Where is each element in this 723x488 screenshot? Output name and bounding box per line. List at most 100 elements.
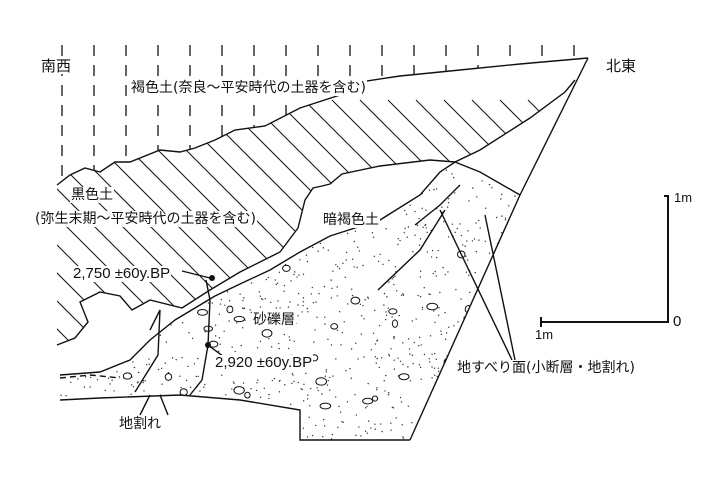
sand-dot	[262, 298, 264, 301]
sand-dot	[107, 363, 109, 366]
sand-dot	[343, 171, 345, 173]
sand-dot	[406, 200, 408, 202]
sand-dot	[216, 155, 217, 156]
sand-dot	[428, 358, 430, 360]
sand-dot	[56, 158, 57, 159]
sand-dot	[418, 364, 421, 366]
sand-dot	[412, 362, 414, 365]
sand-dot	[504, 382, 506, 384]
sand-dot	[63, 425, 66, 427]
sand-dot	[99, 305, 101, 308]
pebble	[122, 372, 133, 380]
sand-dot	[77, 378, 79, 380]
sand-dot	[122, 159, 123, 160]
sand-dot	[333, 150, 334, 151]
sand-dot	[267, 276, 270, 279]
sand-dot	[173, 411, 176, 413]
sand-dot	[274, 235, 277, 237]
sand-dot	[338, 311, 341, 313]
sand-dot	[73, 347, 75, 350]
sand-dot	[177, 431, 179, 433]
sand-dot	[419, 295, 422, 298]
sand-dot	[159, 334, 162, 336]
sand-dot	[471, 240, 474, 242]
sand-dot	[407, 366, 409, 368]
sand-dot	[514, 412, 516, 415]
sand-dot	[305, 232, 308, 235]
sand-dot	[153, 192, 155, 194]
sand-dot	[53, 373, 54, 374]
sand-dot	[289, 188, 291, 191]
sand-dot	[418, 336, 421, 339]
sand-dot	[289, 339, 291, 341]
sand-dot	[472, 328, 474, 330]
sand-dot	[475, 309, 477, 311]
sand-dot	[471, 343, 473, 346]
sand-dot	[184, 406, 186, 408]
sand-dot	[53, 206, 54, 207]
sand-dot	[368, 197, 370, 199]
sand-dot	[164, 282, 166, 285]
sand-dot	[119, 404, 122, 406]
sand-dot	[423, 353, 426, 356]
sand-dot	[278, 347, 280, 350]
sand-dot	[274, 427, 277, 429]
sand-dot	[360, 315, 363, 317]
sand-dot	[295, 416, 298, 418]
sand-dot	[137, 253, 139, 255]
sand-dot	[498, 435, 500, 437]
sand-dot	[157, 368, 160, 371]
sand-dot	[180, 202, 182, 204]
sand-dot	[343, 164, 345, 166]
sand-dot	[423, 286, 425, 289]
sand-dot	[323, 425, 326, 427]
sand-dot	[225, 394, 227, 396]
sand-dot	[405, 188, 408, 190]
sand-dot	[328, 193, 330, 195]
sand-dot	[341, 331, 344, 334]
sand-dot	[275, 218, 277, 221]
sand-dot	[316, 226, 318, 228]
sand-dot	[367, 297, 370, 300]
sand-dot	[466, 259, 469, 261]
sand-dot	[270, 346, 273, 348]
sand-dot	[476, 347, 479, 349]
sand-dot	[86, 409, 88, 411]
sand-dot	[123, 407, 125, 410]
sand-dot	[124, 234, 126, 237]
sand-dot	[256, 382, 258, 384]
sand-dot	[480, 400, 482, 402]
sand-dot	[393, 154, 394, 155]
sand-dot	[346, 401, 349, 403]
sand-dot	[493, 309, 495, 312]
sand-dot	[470, 384, 472, 386]
sand-dot	[295, 200, 298, 203]
sand-dot	[326, 205, 328, 208]
sand-dot	[283, 284, 286, 287]
sand-dot	[237, 252, 239, 254]
sand-dot	[337, 426, 339, 429]
sand-dot	[401, 196, 403, 198]
sand-dot	[388, 259, 390, 262]
pebble	[398, 373, 410, 381]
slip-surface-1	[414, 184, 461, 226]
sand-dot	[57, 381, 58, 382]
sand-dot	[515, 246, 518, 248]
sand-dot	[400, 401, 403, 403]
sand-dot	[447, 271, 449, 273]
sand-dot	[127, 441, 128, 442]
sand-dot	[58, 203, 59, 204]
sand-dot	[164, 429, 167, 431]
sand-dot	[56, 370, 57, 371]
sand-dot	[435, 188, 438, 190]
sand-dot	[169, 193, 171, 195]
sand-dot	[203, 277, 205, 280]
sand-dot	[207, 245, 209, 247]
sand-dot	[373, 255, 376, 258]
hatch-line	[640, 100, 723, 400]
sand-dot	[510, 281, 513, 284]
sand-dot	[421, 306, 424, 309]
sand-dot	[66, 264, 68, 266]
sand-dot	[338, 267, 341, 270]
sand-dot	[453, 325, 455, 327]
